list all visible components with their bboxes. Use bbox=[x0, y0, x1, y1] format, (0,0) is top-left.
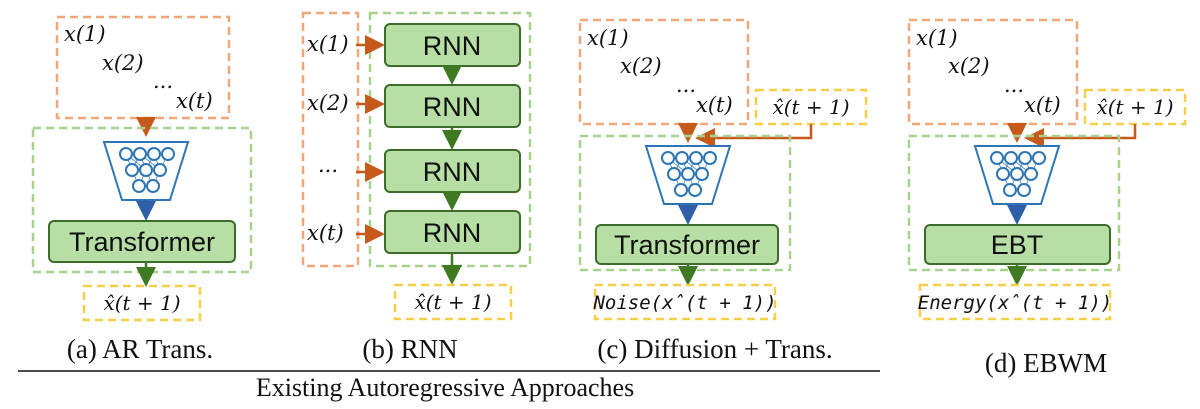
rnn-cell-2-label: RNN bbox=[423, 92, 482, 122]
ebwm-input-1: x(1) bbox=[916, 26, 958, 50]
rnn-input-ellipsis: ... bbox=[318, 153, 338, 177]
ar-output-label: x̂(t + 1) bbox=[103, 291, 180, 315]
ebwm-candidate-arrow bbox=[1024, 124, 1137, 148]
diffusion-output-box bbox=[593, 283, 777, 321]
ar-network-icon bbox=[103, 141, 189, 201]
ar-input-t: x(t) bbox=[176, 89, 213, 113]
diffusion-output-label: Noise(x̂(t + 1)) bbox=[592, 292, 776, 314]
diffusion-candidate-label: x̂(t + 1) bbox=[772, 95, 849, 119]
ar-input-2: x(2) bbox=[102, 51, 144, 75]
diffusion-input-box bbox=[578, 18, 750, 126]
diffusion-input-2: x(2) bbox=[620, 54, 662, 78]
ebwm-output-label: Energy(x̂(t + 1)) bbox=[918, 292, 1112, 314]
rnn-input-t: x(t) bbox=[307, 221, 344, 245]
ar-caption: (a) AR Trans. bbox=[67, 334, 213, 364]
rnn-cell-1-label: RNN bbox=[423, 31, 482, 61]
ebwm-input-2: x(2) bbox=[948, 54, 990, 78]
panel-ebwm: x(1) x(2) ... x(t) x̂(t + 1) EBT Energy(… bbox=[907, 18, 1187, 378]
panel-rnn: x(1) x(2) ... x(t) RNN RNN RNN RNN x̂(t … bbox=[301, 11, 532, 364]
rnn-cell-4-label: RNN bbox=[423, 218, 482, 248]
ar-input-ellipsis: ... bbox=[153, 69, 173, 93]
panel-diffusion-transformer: x(1) x(2) ... x(t) x̂(t + 1) Transformer… bbox=[578, 18, 868, 364]
ebwm-input-ellipsis: ... bbox=[1004, 73, 1024, 97]
rnn-output-label: x̂(t + 1) bbox=[414, 290, 491, 314]
ar-input-1: x(1) bbox=[64, 22, 106, 46]
diffusion-input-1: x(1) bbox=[587, 26, 629, 50]
diffusion-candidate-arrow bbox=[695, 124, 813, 148]
ebwm-output-box bbox=[918, 283, 1112, 321]
diffusion-caption: (c) Diffusion + Trans. bbox=[597, 334, 832, 364]
rnn-input-2: x(2) bbox=[307, 91, 349, 115]
rnn-input-1: x(1) bbox=[307, 32, 349, 56]
ar-output-box bbox=[82, 284, 202, 322]
ar-transformer-block bbox=[48, 220, 236, 263]
footer-label: Existing Autoregressive Approaches bbox=[256, 373, 634, 402]
ebwm-candidate-label: x̂(t + 1) bbox=[1096, 95, 1173, 119]
rnn-cell-3-label: RNN bbox=[423, 157, 482, 187]
ebwm-input-box bbox=[907, 18, 1079, 126]
ebwm-caption: (d) EBWM bbox=[985, 348, 1107, 378]
ebwm-ebt-label: EBT bbox=[991, 230, 1044, 260]
panel-ar-transformer: x(1) x(2) ... x(t) Transformer x̂(t + 1)… bbox=[31, 15, 253, 364]
diffusion-input-ellipsis: ... bbox=[676, 73, 696, 97]
ebwm-network-icon bbox=[974, 145, 1060, 205]
ebwm-input-t: x(t) bbox=[1024, 93, 1061, 117]
rnn-input-column bbox=[301, 11, 360, 268]
ar-transformer-label: Transformer bbox=[69, 227, 215, 257]
diffusion-input-t: x(t) bbox=[696, 93, 733, 117]
rnn-block-column bbox=[368, 11, 532, 268]
rnn-output-box bbox=[393, 283, 513, 321]
diffusion-transformer-label: Transformer bbox=[614, 230, 760, 260]
rnn-caption: (b) RNN bbox=[362, 334, 457, 364]
diffusion-network-icon bbox=[645, 145, 731, 205]
